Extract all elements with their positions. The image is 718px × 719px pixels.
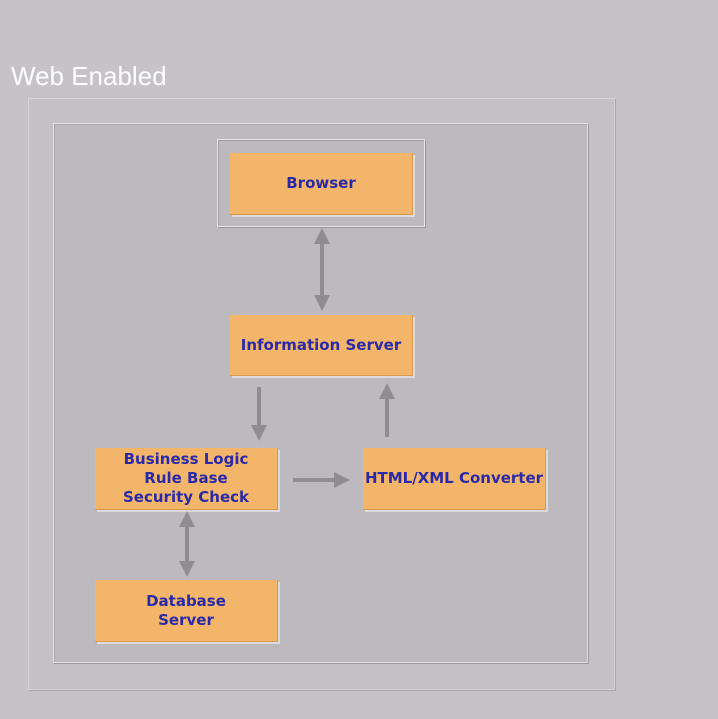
information-server-label: Information Server [240, 335, 402, 354]
business-logic-label: Business Logic Rule Base Security Check [123, 450, 249, 506]
business-logic-node: Business Logic Rule Base Security Check [95, 448, 278, 510]
browser-node: Browser [230, 153, 413, 215]
html-xml-converter-node: HTML/XML Converter [363, 448, 546, 510]
html-xml-converter-label: HTML/XML Converter [364, 469, 544, 487]
browser-label: Browser [286, 174, 356, 192]
information-server-node: Information Server [230, 315, 413, 376]
database-server-node: Database Server [95, 580, 278, 642]
page-title: Web Enabled [11, 61, 167, 91]
browser-frame [217, 139, 425, 227]
database-server-label: Database Server [146, 591, 226, 629]
